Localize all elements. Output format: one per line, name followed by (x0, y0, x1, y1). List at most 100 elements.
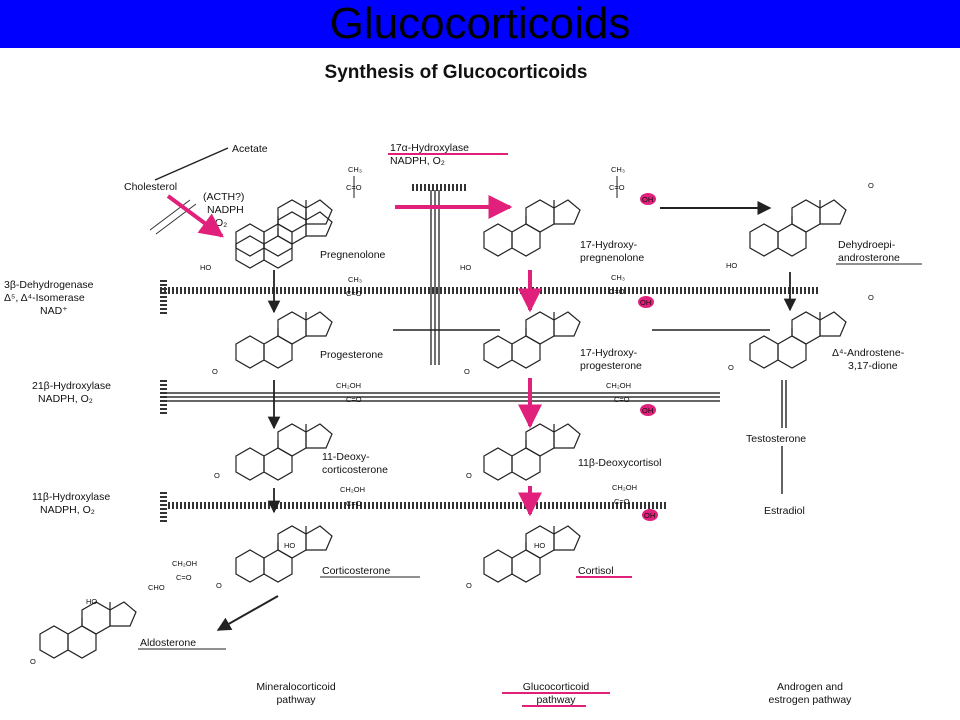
svg-text:O: O (466, 581, 472, 590)
hydroxylase-11b-bracket (160, 492, 167, 522)
svg-text:O: O (214, 471, 220, 480)
svg-text:estrogen pathway: estrogen pathway (769, 694, 853, 706)
svg-text:3β-Dehydrogenase: 3β-Dehydrogenase (4, 279, 94, 291)
enzyme-bars (160, 184, 820, 522)
structure-corticosterone (235, 525, 333, 583)
label-progesterone: Progesterone (320, 349, 383, 361)
svg-text:O: O (868, 293, 874, 302)
oh-highlight (640, 404, 656, 416)
svg-text:OH: OH (642, 195, 653, 204)
structure-progesterone (235, 311, 333, 369)
label-deoxycortisol: 11β-Deoxycortisol (578, 457, 661, 469)
label-androstenedione: Δ⁴-Androstene- (832, 347, 905, 359)
svg-text:11β-Hydroxylase: 11β-Hydroxylase (32, 491, 110, 503)
arrow-corticosterone-aldosterone (216, 595, 279, 631)
svg-text:progesterone: progesterone (580, 360, 642, 372)
svg-text:OH: OH (644, 511, 655, 520)
enzyme-label-11b: 11β-Hydroxylase NADPH, O₂ (32, 491, 110, 516)
svg-text:pathway: pathway (276, 694, 316, 706)
svg-text:HO: HO (534, 541, 545, 550)
svg-text:C=O: C=O (614, 497, 630, 506)
svg-text:C=O: C=O (346, 289, 362, 298)
dehydrogenase-bracket (160, 280, 167, 316)
svg-text:O: O (728, 363, 734, 372)
svg-text:C=O: C=O (346, 499, 362, 508)
hydroxylase-21b-bracket (160, 378, 167, 414)
svg-text:corticosterone: corticosterone (322, 464, 388, 476)
svg-text:CH₂OH: CH₂OH (612, 483, 637, 492)
structure-hydroxyprogesterone (483, 311, 581, 369)
svg-text:CH₃: CH₃ (611, 165, 625, 174)
svg-text:HO: HO (284, 541, 295, 550)
reaction-arrows (216, 195, 797, 631)
hydroxylase-17a-cap (410, 184, 466, 191)
label-corticosterone: Corticosterone (322, 565, 390, 577)
svg-text:HO: HO (86, 597, 97, 606)
svg-text:21β-Hydroxylase: 21β-Hydroxylase (32, 380, 111, 392)
svg-text:OH: OH (642, 406, 653, 415)
svg-text:C=O: C=O (346, 395, 362, 404)
svg-text:CH₂OH: CH₂OH (606, 381, 631, 390)
svg-text:Δ⁵, Δ⁴-Isomerase: Δ⁵, Δ⁴-Isomerase (4, 292, 85, 304)
svg-text:C=O: C=O (609, 183, 625, 192)
compound-labels: Pregnenolone 17-Hydroxy- pregnenolone De… (138, 239, 922, 650)
svg-text:OH: OH (640, 298, 651, 307)
oh-highlight (640, 193, 656, 205)
svg-text:NADPH, O₂: NADPH, O₂ (40, 504, 95, 516)
svg-text:C=O: C=O (346, 183, 362, 192)
svg-text:CH₃: CH₃ (348, 165, 362, 174)
svg-text:NADPH: NADPH (207, 204, 244, 216)
label-pregnenolone: Pregnenolone (320, 249, 386, 261)
cholesterol-arrow (166, 194, 224, 238)
label-cortisol: Cortisol (578, 565, 614, 577)
structure-androstenedione (749, 311, 847, 369)
svg-text:HO: HO (200, 263, 211, 272)
svg-text:CHO: CHO (148, 583, 165, 592)
svg-text:CH₂OH: CH₂OH (172, 559, 197, 568)
svg-text:O₂: O₂ (215, 217, 227, 229)
structure-deoxycorticosterone (235, 423, 333, 481)
structure-aldosterone (39, 601, 137, 659)
svg-text:C=O: C=O (176, 573, 192, 582)
svg-text:pathway: pathway (536, 694, 576, 706)
svg-text:O: O (464, 367, 470, 376)
glucocorticoid-synthesis-diagram: Synthesis of Glucocorticoids 17α-Hydroxy… (4, 62, 922, 707)
svg-text:HO: HO (726, 261, 737, 270)
side-chains: CH₃ C=O CH₃ C=O OH O CH₃ C=O CH₃ C=O OH … (30, 165, 874, 666)
svg-text:pregnenolone: pregnenolone (580, 252, 644, 264)
svg-text:NADPH, O₂: NADPH, O₂ (38, 393, 93, 405)
label-mineralocorticoid-pathway: Mineralocorticoid (256, 681, 336, 693)
enzyme-label-3b: 3β-Dehydrogenase Δ⁵, Δ⁴-Isomerase NAD⁺ (4, 279, 94, 317)
pathway-labels: Mineralocorticoid pathway Glucocorticoid… (256, 681, 853, 707)
title-banner (0, 0, 960, 48)
svg-text:O: O (30, 657, 36, 666)
label-hydroxyprogesterone: 17-Hydroxy- (580, 347, 638, 359)
label-aldosterone: Aldosterone (140, 637, 196, 649)
svg-text:O: O (466, 471, 472, 480)
structure-deoxycortisol (483, 423, 581, 481)
structure-pregnenolone (236, 212, 332, 268)
label-estradiol: Estradiol (764, 505, 805, 517)
oh-highlight (642, 509, 658, 521)
label-testosterone: Testosterone (746, 433, 806, 445)
svg-text:CH₂OH: CH₂OH (336, 381, 361, 390)
svg-text:C=O: C=O (609, 287, 625, 296)
label-dhea: Dehydroepi- (838, 239, 896, 251)
svg-text:CH₃: CH₃ (348, 275, 362, 284)
label-androgen-pathway: Androgen and (777, 681, 843, 693)
precursor-area: Acetate Cholesterol (ACTH?) NADPH O₂ (124, 143, 268, 238)
oh-highlight (638, 296, 654, 308)
structure-pregnenolone (235, 199, 333, 257)
hydroxylase-11b-bar (168, 502, 668, 509)
acetate-label: Acetate (232, 143, 268, 155)
svg-text:CH₃: CH₃ (611, 273, 625, 282)
hydroxylase-21b-bar (160, 392, 720, 402)
slide-title: Glucocorticoids (329, 0, 631, 48)
label-glucocorticoid-pathway: Glucocorticoid (523, 681, 590, 693)
svg-text:O: O (868, 181, 874, 190)
svg-text:3,17-dione: 3,17-dione (848, 360, 898, 372)
structure-cortisol (483, 525, 581, 583)
svg-text:NAD⁺: NAD⁺ (40, 305, 68, 317)
svg-text:C=O: C=O (614, 395, 630, 404)
svg-text:CH₂OH: CH₂OH (340, 485, 365, 494)
